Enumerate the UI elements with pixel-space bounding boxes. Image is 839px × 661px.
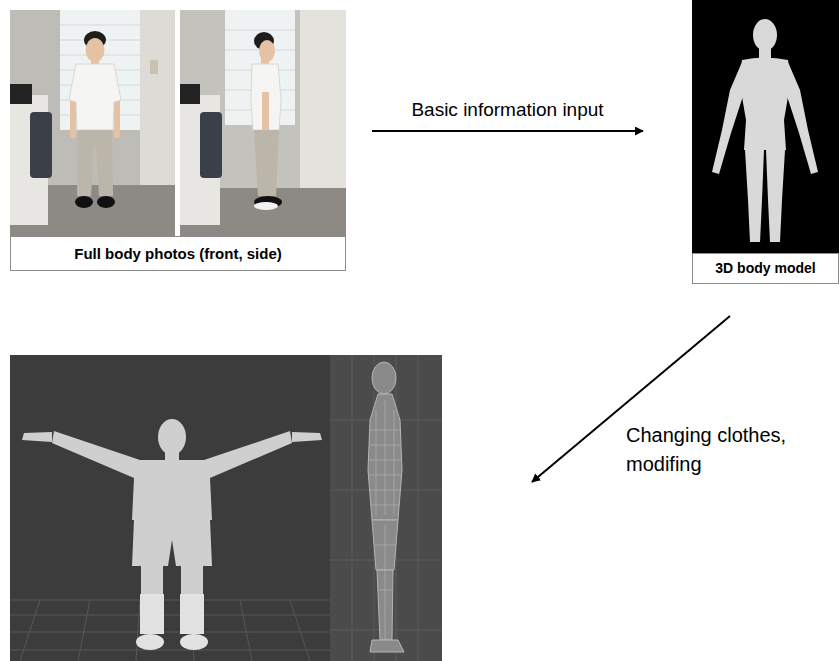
side-photo <box>180 10 346 236</box>
clothed-model-side <box>418 355 419 661</box>
front-photo <box>150 60 158 74</box>
clothed-model-front <box>240 600 252 661</box>
arrow-label: Basic information input <box>411 99 603 122</box>
front-photo <box>69 64 121 130</box>
clothed-model-side <box>330 355 442 661</box>
side-photo <box>180 10 346 236</box>
body-model-render <box>692 0 839 253</box>
clothed-model-front <box>136 634 164 650</box>
clothed-model-front <box>180 634 208 650</box>
clothed-model-side <box>368 394 402 520</box>
front-photo <box>77 130 113 196</box>
front-photo <box>10 84 32 104</box>
clothed-model-front <box>10 355 330 661</box>
body-model-render <box>766 150 785 242</box>
clothed-model-front <box>10 615 330 616</box>
image-panel: 3D body model <box>692 0 839 284</box>
clothed-model-front <box>78 600 90 661</box>
clothed-model-side <box>330 355 442 661</box>
image-caption: Full body photos (front, side) <box>10 236 346 271</box>
clothed-model-front <box>52 431 292 520</box>
clothed-model-front <box>10 600 330 601</box>
side-photo <box>254 202 278 210</box>
side-photo <box>254 130 279 196</box>
clothed-model-front <box>292 432 322 442</box>
step-label: Changing clothes, modifing <box>626 421 831 479</box>
body-model-render <box>712 19 818 242</box>
front-photo <box>97 196 115 208</box>
clothed-model-side <box>330 355 442 661</box>
clothed-model-front <box>180 594 204 634</box>
body-model-render <box>745 150 764 242</box>
clothed-model-front <box>181 566 203 594</box>
front-photo <box>30 112 52 178</box>
front-photo <box>114 98 120 138</box>
clothed-model-front <box>10 632 330 633</box>
clothed-model-side <box>394 410 395 515</box>
side-photo <box>262 92 269 136</box>
clothed-model-front <box>22 419 322 594</box>
clothed-model-front <box>10 600 330 661</box>
clothed-model-front <box>158 419 186 455</box>
front-photo <box>10 10 175 236</box>
clothed-model-front <box>10 355 330 661</box>
front-photo <box>60 25 140 26</box>
side-photo <box>225 30 295 31</box>
image-panel: Full body photos (front, side) <box>10 10 346 271</box>
clothed-model-side <box>385 525 386 640</box>
front-photo <box>75 196 93 208</box>
body-model-render <box>740 58 790 151</box>
body-model-render <box>787 62 818 174</box>
body-model-render <box>712 62 743 174</box>
clothed-model-front <box>10 650 330 651</box>
clothed-model-side <box>385 400 386 515</box>
body-model-render <box>753 19 777 51</box>
clothed-model-front <box>22 432 52 442</box>
front-photo <box>10 10 175 236</box>
clothed-model-front <box>141 566 163 594</box>
illustration <box>175 10 180 236</box>
flow-arrow <box>372 130 643 132</box>
clothed-model-side <box>372 362 396 394</box>
clothed-model-front <box>140 594 164 634</box>
clothed-model-side <box>378 590 392 591</box>
clothed-model-front <box>136 600 140 661</box>
clothed-model-front <box>20 600 40 661</box>
clothed-model-side <box>368 362 404 652</box>
image-caption: 3D body model <box>692 253 839 284</box>
side-photo <box>180 84 200 104</box>
clothed-model-side <box>368 400 402 640</box>
body-model-render <box>692 0 839 253</box>
side-photo <box>200 112 222 178</box>
front-photo <box>70 98 76 138</box>
clothed-model-side <box>352 355 353 661</box>
clothed-model-front <box>132 520 212 566</box>
clothed-model-side <box>375 545 395 546</box>
clothed-model-side <box>376 410 377 515</box>
clothed-model-front <box>136 594 208 650</box>
clothed-model-front <box>290 600 310 661</box>
clothed-model-side <box>370 640 404 652</box>
